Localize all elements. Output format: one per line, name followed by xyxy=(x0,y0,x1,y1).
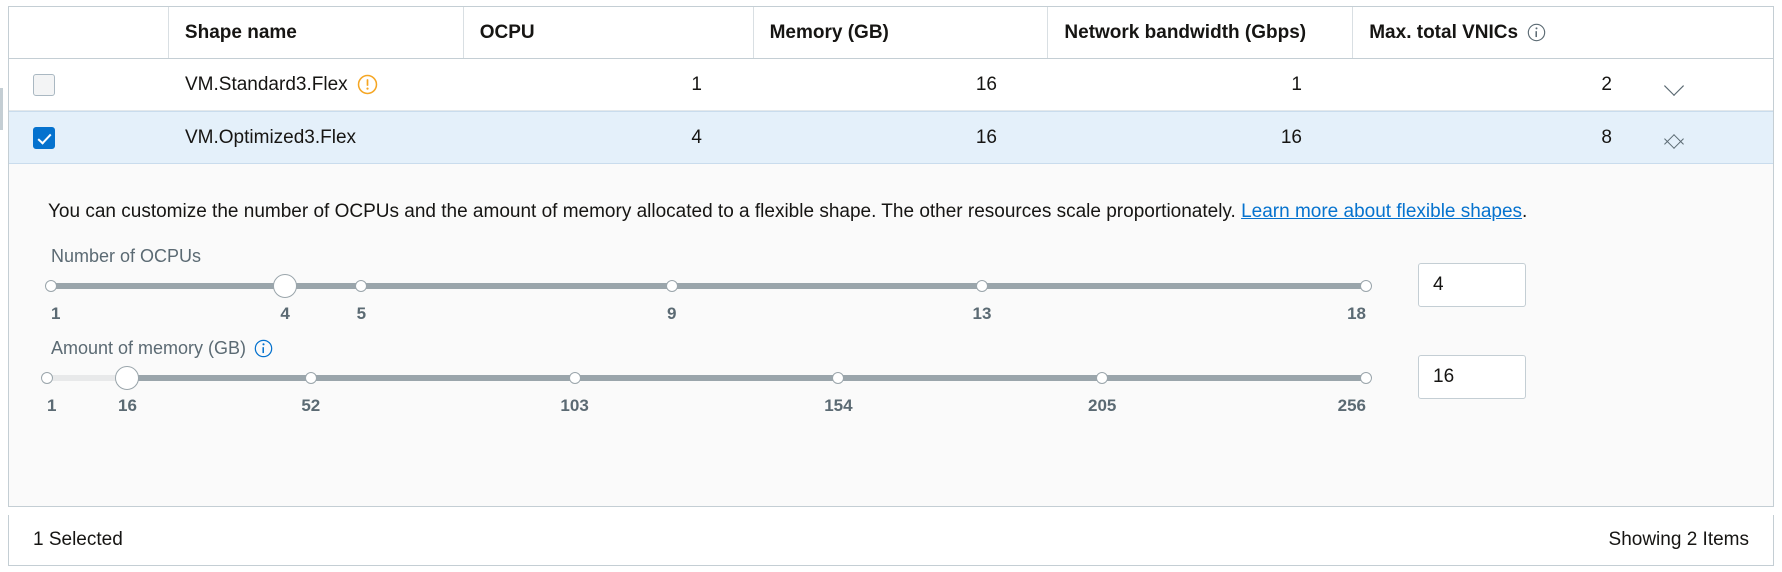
memory-value-input[interactable]: 16 xyxy=(1418,355,1526,399)
flexible-shape-config-panel: You can customize the number of OCPUs an… xyxy=(9,164,1773,507)
memory-slider-track[interactable] xyxy=(127,375,1366,381)
row-vnics-value: 8 xyxy=(1601,126,1612,148)
shape-name-label: VM.Optimized3.Flex xyxy=(185,126,357,148)
slider-tick xyxy=(1360,280,1372,292)
slider-tick xyxy=(355,280,368,292)
ocpu-slider[interactable] xyxy=(45,274,1372,298)
row-expand-toggle[interactable] xyxy=(1664,79,1686,91)
header-max-total-vnics: Max. total VNICs xyxy=(1353,7,1663,58)
memory-info-icon[interactable] xyxy=(254,339,273,358)
row-ocpu-value: 1 xyxy=(691,73,702,95)
warning-icon[interactable] xyxy=(357,74,378,95)
row-memory-value: 16 xyxy=(975,126,997,148)
memory-value-text: 16 xyxy=(1433,366,1455,387)
slider-tick xyxy=(976,280,989,292)
row-collapse-toggle[interactable] xyxy=(1664,132,1686,144)
header-memory: Memory (GB) xyxy=(754,7,1049,58)
ocpu-slider-label-wrap: Number of OCPUs xyxy=(51,246,201,267)
row-memory-value: 16 xyxy=(975,73,997,95)
slider-tick-label: 256 xyxy=(1337,396,1366,415)
table-footer: 1 Selected Showing 2 Items xyxy=(8,515,1774,566)
header-shape-name: Shape name xyxy=(169,7,464,58)
shapes-table: Shape name OCPU Memory (GB) Network band… xyxy=(8,6,1774,507)
memory-tick-labels: 1 16 52 103 154 205 256 xyxy=(47,396,1366,418)
slider-tick xyxy=(568,372,581,384)
shape-name-label: VM.Standard3.Flex xyxy=(185,73,348,95)
slider-tick-label: 1 xyxy=(51,304,61,323)
panel-left-edge xyxy=(0,88,3,130)
row-checkbox-unchecked[interactable] xyxy=(33,73,55,96)
slider-handle[interactable] xyxy=(115,366,140,390)
row-checkbox-checked[interactable] xyxy=(33,126,55,149)
slider-tick-label: 52 xyxy=(301,396,321,415)
memory-slider[interactable] xyxy=(41,366,1372,390)
ocpu-tick-labels: 1 4 5 9 13 18 xyxy=(51,304,1366,326)
memory-slider-label-wrap: Amount of memory (GB) xyxy=(51,338,273,359)
table-header-row: Shape name OCPU Memory (GB) Network band… xyxy=(9,7,1773,59)
showing-items-label: Showing 2 Items xyxy=(1608,529,1749,550)
chevron-down-icon[interactable] xyxy=(1664,79,1686,91)
ocpu-value-text: 4 xyxy=(1433,274,1444,295)
row-network-value: 16 xyxy=(1280,126,1302,148)
selected-count-label: 1 Selected xyxy=(33,529,123,550)
row-network-value: 1 xyxy=(1291,73,1302,95)
learn-more-link[interactable]: Learn more about flexible shapes xyxy=(1241,201,1523,222)
slider-tick xyxy=(45,280,57,292)
slider-tick-label: 154 xyxy=(824,396,853,415)
slider-tick xyxy=(665,280,678,292)
slider-tick-label: 9 xyxy=(666,304,677,323)
header-max-total-vnics-label: Max. total VNICs xyxy=(1369,21,1519,43)
info-icon[interactable] xyxy=(1527,23,1546,42)
ocpu-value-input[interactable]: 4 xyxy=(1418,263,1526,307)
table-row[interactable]: VM.Standard3.Flex 1 16 1 2 xyxy=(9,59,1773,111)
row-shape-name-cell: VM.Optimized3.Flex xyxy=(169,112,464,163)
header-expand-column xyxy=(1663,7,1773,58)
header-checkbox-column xyxy=(9,7,169,58)
slider-tick xyxy=(1096,372,1109,384)
slider-tick xyxy=(1360,372,1372,384)
memory-slider-label: Amount of memory (GB) xyxy=(51,338,247,358)
table-row[interactable]: VM.Optimized3.Flex 4 16 16 8 xyxy=(9,111,1773,164)
slider-tick xyxy=(304,372,317,384)
ocpu-slider-track[interactable] xyxy=(51,283,1366,289)
slider-tick-label: 4 xyxy=(280,304,290,323)
slider-tick-label: 1 xyxy=(47,396,57,415)
description-text-after: . xyxy=(1522,201,1528,222)
slider-tick-label: 18 xyxy=(1347,304,1366,323)
header-network-bandwidth: Network bandwidth (Gbps) xyxy=(1048,7,1354,58)
ocpu-slider-label: Number of OCPUs xyxy=(51,246,202,266)
slider-tick-label: 205 xyxy=(1088,396,1117,415)
slider-tick xyxy=(832,372,845,384)
chevron-up-icon[interactable] xyxy=(1664,132,1686,144)
slider-tick-label: 5 xyxy=(356,304,367,323)
row-shape-name-cell: VM.Standard3.Flex xyxy=(169,59,464,110)
slider-tick-label: 103 xyxy=(560,396,589,415)
slider-tick xyxy=(41,372,53,384)
row-ocpu-value: 4 xyxy=(691,126,702,148)
row-checkbox-cell[interactable] xyxy=(9,59,169,110)
row-checkbox-cell[interactable] xyxy=(9,112,169,163)
flexible-shape-description: You can customize the number of OCPUs an… xyxy=(48,201,1527,223)
slider-handle[interactable] xyxy=(273,274,298,298)
row-vnics-value: 2 xyxy=(1601,73,1612,95)
description-text-before: You can customize the number of OCPUs an… xyxy=(48,201,1242,222)
header-ocpu: OCPU xyxy=(464,7,754,58)
slider-tick-label: 13 xyxy=(972,304,992,323)
slider-tick-label: 16 xyxy=(117,396,137,415)
